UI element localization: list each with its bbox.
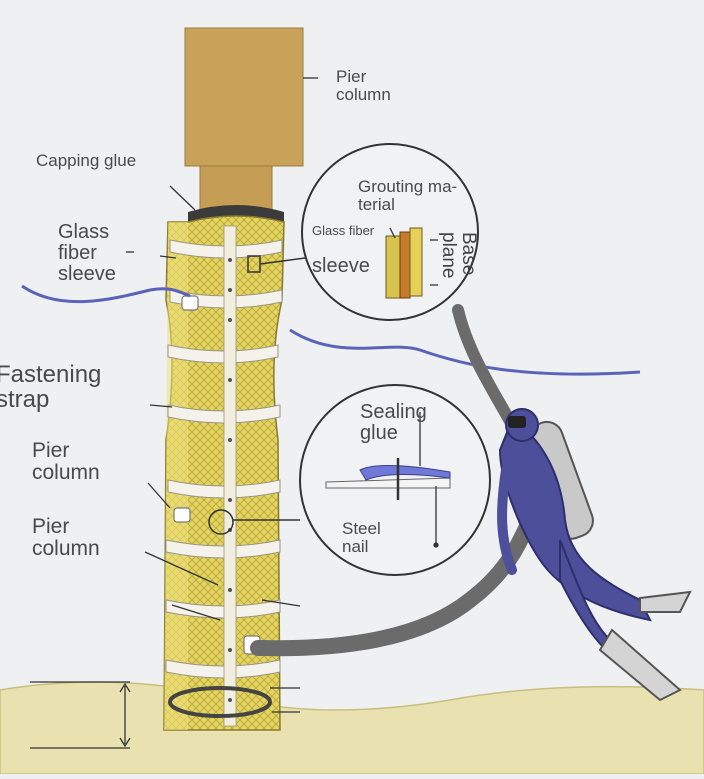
label-base-plane: Base plane <box>438 232 479 279</box>
pier-column-top <box>184 27 304 167</box>
label-sealing-glue: Sealing glue <box>360 401 427 444</box>
detail-marker-mid <box>208 509 234 535</box>
strap-7 <box>165 599 281 619</box>
detail-circle-top <box>301 143 479 321</box>
sealing-detail <box>325 458 451 500</box>
pier-column-neck <box>199 165 273 211</box>
label-glass-fiber-sleeve: Glass fiber sleeve <box>58 221 116 285</box>
strap-8 <box>165 659 281 679</box>
diver-icon <box>497 408 692 702</box>
label-fastening-strap: Fastening strap <box>0 361 102 414</box>
water-line <box>21 284 641 376</box>
label-pier-column-mid: Pier column <box>32 439 100 485</box>
label-pier-column-top: Pier column <box>336 67 391 104</box>
strap-3 <box>167 344 279 364</box>
seam-nails <box>228 258 232 702</box>
layer-cross-section <box>385 227 423 299</box>
sleeve-seam <box>223 225 237 727</box>
label-pier-column-low: Pier column <box>32 515 100 561</box>
hose-icon <box>250 512 538 657</box>
leader-lines <box>126 77 439 713</box>
label-grouting-material: Grouting ma- terial <box>358 177 458 214</box>
bottom-seal-ring <box>168 686 272 718</box>
depth-marker <box>30 681 131 749</box>
label-glass-fiber-detail: Glass fiber <box>312 223 375 238</box>
strap-6 <box>165 539 281 559</box>
seabed <box>0 681 704 775</box>
label-steel-nail: Steel nail <box>342 519 381 556</box>
label-capping-glue: Capping glue <box>36 151 137 170</box>
detail-connector-top <box>259 257 306 265</box>
label-sleeve-detail: sleeve <box>312 255 370 277</box>
